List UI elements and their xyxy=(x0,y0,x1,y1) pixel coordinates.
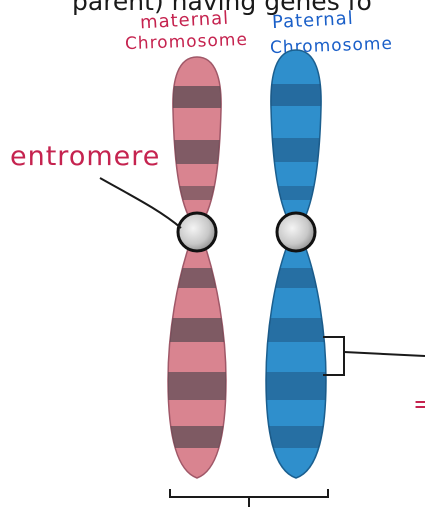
paternal-chromosome xyxy=(260,50,332,478)
maternal-chromosome xyxy=(160,57,230,478)
paternal-centromere xyxy=(277,213,315,251)
locus-pointer-line xyxy=(344,352,425,356)
centromere-pointer-line xyxy=(100,178,181,228)
maternal-centromere xyxy=(178,213,216,251)
pair-bracket xyxy=(170,489,328,497)
